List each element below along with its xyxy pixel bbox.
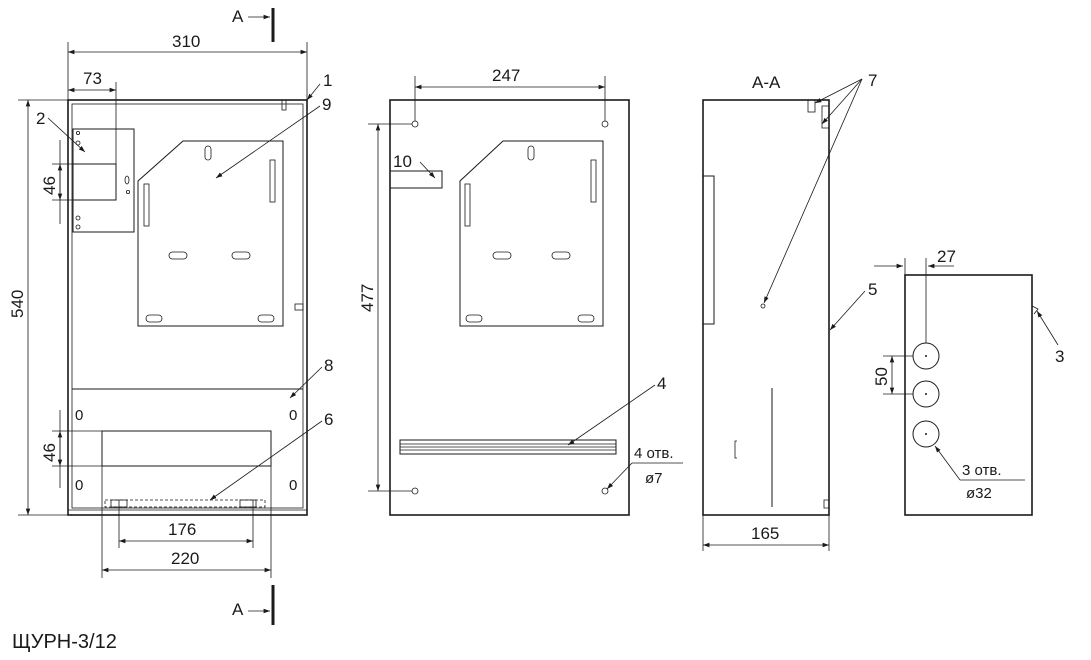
cabinet-inner-frame: [71, 103, 304, 509]
callout-9: 9: [322, 95, 331, 114]
hole-center: [925, 433, 927, 435]
rear-view: [389, 99, 630, 516]
section-title: А-А: [752, 73, 781, 92]
terminal-slot: [124, 175, 130, 185]
din-rail: [104, 499, 266, 508]
section-marker-bottom: А: [232, 585, 275, 625]
plate-slot: [143, 183, 150, 227]
callout-1: 1: [323, 71, 332, 90]
holes-3-diameter: ø32: [966, 485, 992, 502]
latch-mark: [281, 99, 287, 111]
zero-mark: 0: [289, 477, 297, 494]
plate-slot: [577, 314, 595, 323]
section-outline: [702, 99, 830, 516]
dim-46-top: 46: [40, 176, 59, 195]
meter-mounting-plate: [137, 140, 284, 327]
zero-mark: 0: [289, 407, 297, 424]
callout-2: 2: [36, 109, 45, 128]
dim-310: 310: [172, 32, 200, 51]
callout-6: 6: [324, 410, 333, 429]
hole-center: [925, 355, 927, 357]
latch-mark: [294, 303, 304, 311]
breaker-edge: [734, 440, 737, 459]
plate-slot: [492, 251, 512, 260]
section-letter: А: [232, 600, 244, 619]
dim-540: 540: [8, 290, 27, 318]
rail-clip: [239, 499, 257, 508]
terminal-screw: [75, 215, 81, 221]
mounting-hole: [601, 120, 609, 128]
plate-slot: [145, 314, 163, 323]
front-view-callouts: 1 9 2 8 6: [36, 71, 333, 501]
callout-10: 10: [393, 152, 412, 171]
callout-8: 8: [324, 356, 333, 375]
terminal-screw: [76, 130, 81, 135]
latch-piece: [807, 99, 816, 113]
latch-piece: [821, 105, 829, 129]
terminal-screw: [126, 189, 131, 194]
front-view-dimensions: 310 73 540 46 46 176 220: [8, 32, 308, 578]
hinge-piece: [1031, 305, 1039, 315]
holes-4-count: 4 отв.: [634, 445, 674, 462]
holes-4-diameter: ø7: [645, 470, 663, 487]
hole-center: [925, 393, 927, 395]
plate-slot: [257, 314, 275, 323]
terminal-screw: [75, 224, 81, 230]
rear-view-dimensions: 247 477: [358, 66, 606, 492]
dim-477: 477: [358, 284, 377, 312]
dim-176: 176: [168, 520, 196, 539]
terminal-screw: [75, 140, 81, 146]
plate-slot: [465, 314, 483, 323]
rear-view-callouts: 10 4 4 отв. ø7: [393, 152, 683, 490]
callout-7: 7: [868, 71, 877, 90]
front-view-internal: 0 0 0 0: [67, 99, 308, 516]
fixing-point: [760, 303, 766, 309]
plate-slot: [204, 145, 212, 161]
plate-slot: [551, 251, 571, 260]
cable-entry-hole: [912, 420, 940, 448]
dim-165: 165: [751, 524, 779, 543]
section-view-a-a: А-А: [702, 73, 830, 516]
side-view-dimensions: 27 50: [872, 247, 956, 395]
section-marker-top: А: [232, 7, 275, 42]
bracket-10: [390, 170, 443, 189]
dim-247: 247: [492, 66, 520, 85]
dim-73: 73: [83, 69, 102, 88]
plate-slot: [231, 251, 251, 260]
dim-27: 27: [937, 247, 956, 266]
dim-50: 50: [872, 367, 891, 386]
side-view-callouts: 3 3 отв. ø32: [934, 310, 1064, 502]
dim-220: 220: [171, 549, 199, 568]
zero-mark: 0: [75, 477, 83, 494]
side-outline: [904, 274, 1033, 516]
cabinet-outline: [67, 99, 308, 516]
dim-46-bottom: 46: [40, 443, 59, 462]
door-handle: [702, 175, 715, 325]
holes-3-count: 3 отв.: [962, 462, 1002, 479]
section-view-dimensions: 165: [702, 515, 830, 551]
plate-slot: [269, 159, 276, 203]
callout-5: 5: [868, 280, 877, 299]
drawing-caption: ЩУРН-3/12: [12, 631, 117, 653]
cabinet-back-outline: [389, 99, 630, 516]
zero-mark: 0: [75, 407, 83, 424]
plate-slot: [527, 145, 535, 161]
mounting-hole: [411, 487, 419, 495]
breaker-opening: [101, 430, 272, 467]
section-view-callouts: 7 5: [763, 71, 877, 331]
callout-4: 4: [657, 374, 666, 393]
plate-slot: [464, 183, 471, 227]
section-letter: А: [232, 7, 244, 26]
mounting-hole: [411, 120, 419, 128]
plate-slot: [590, 159, 597, 203]
bottom-bracket: [823, 499, 829, 509]
plate-slot: [168, 251, 188, 260]
side-view: [904, 274, 1039, 516]
terminal-block-module: [72, 163, 117, 201]
callout-3: 3: [1055, 347, 1064, 366]
meter-mounting-plate-rear: [459, 140, 604, 327]
mounting-hole: [601, 487, 609, 495]
